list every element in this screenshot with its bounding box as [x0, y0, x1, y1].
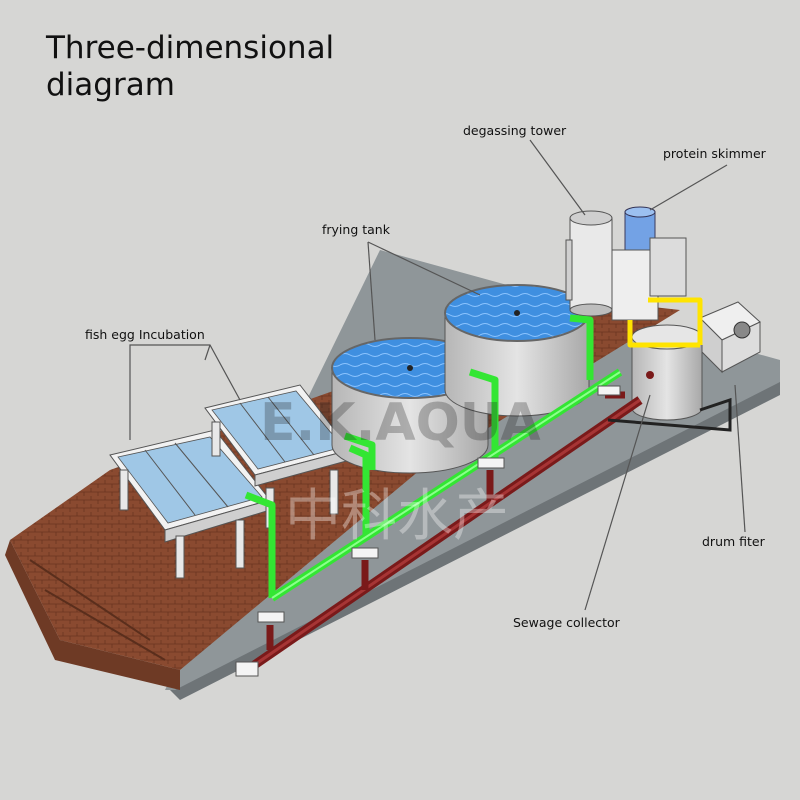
callout-lines [129, 139, 746, 611]
degassing-tower [565, 210, 613, 317]
incubation-unit-front [109, 429, 271, 579]
brick-steps [5, 540, 180, 690]
label-fish-egg-incubation: fish egg Incubation [85, 327, 205, 342]
label-degassing-tower: degassing tower [463, 123, 567, 138]
incubation-unit-back [204, 384, 351, 529]
yellow-pipe [627, 297, 703, 348]
green-riser-pipes [244, 314, 594, 598]
drum-filter-machine [699, 301, 761, 374]
label-sewage-collector: Sewage collector [513, 615, 620, 630]
label-protein-skimmer: protein skimmer [663, 146, 766, 161]
page-title: Three-dimensional diagram [46, 30, 366, 104]
red-branch-pipes [266, 391, 625, 650]
title-line-2: diagram [46, 67, 175, 103]
title-line-1: Three-dimensional [46, 30, 335, 66]
pipe-valves [235, 385, 621, 677]
label-frying-tank: frying tank [322, 222, 390, 237]
step-line [29, 559, 166, 661]
watermark-chinese: 中科水产 [285, 484, 509, 549]
drain-loop [607, 397, 732, 432]
label-drum-filter: drum fiter [702, 534, 765, 549]
watermark-latin: E.K.AQUA [260, 393, 541, 453]
sewage-collector-tank [631, 324, 703, 421]
protein-skimmer [611, 206, 687, 321]
